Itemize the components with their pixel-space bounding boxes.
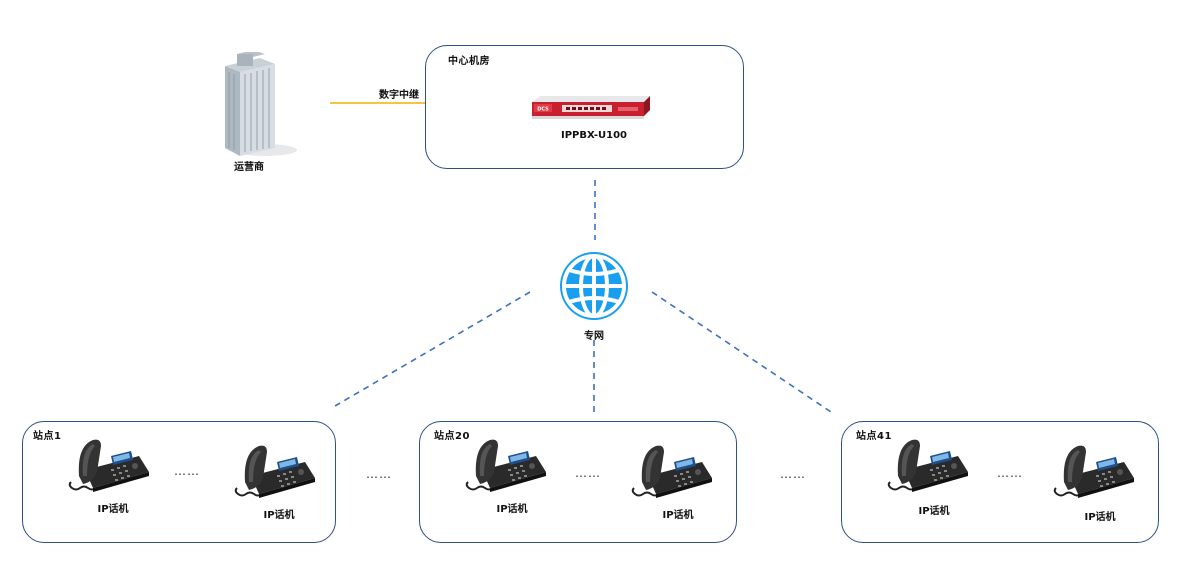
ip-phone-icon xyxy=(631,444,713,499)
ip-phone-icon xyxy=(465,438,547,493)
ippbx-device-icon: DCS xyxy=(532,96,650,119)
site-1-box: 站点1 IP话机 …… IP话机 xyxy=(22,421,336,543)
operator-label: 运营商 xyxy=(234,162,264,173)
ip-phone-icon xyxy=(68,438,150,493)
site-1-ellipsis: …… xyxy=(174,464,200,478)
ip-phone-icon xyxy=(234,444,316,499)
site-41-title: 站点41 xyxy=(856,431,892,442)
trunk-label: 数字中继 xyxy=(379,90,419,101)
network-to-site1-link xyxy=(334,291,531,407)
ippbx-device-label: IPPBX-U100 xyxy=(560,130,628,141)
network-label: 专网 xyxy=(584,331,604,342)
ip-phone-label: IP话机 xyxy=(918,506,950,517)
site-41-ellipsis: …… xyxy=(997,466,1023,480)
central-machine-room: 中心机房 DCS IPPBX-U100 xyxy=(425,45,744,169)
ip-phone-label: IP话机 xyxy=(496,504,528,515)
between-sites-ellipsis: …… xyxy=(780,467,806,481)
site-20-ellipsis: …… xyxy=(575,466,601,480)
ip-phone-icon xyxy=(1053,444,1135,499)
site-41-box: 站点41 IP话机 …… IP话机 xyxy=(841,421,1159,543)
device-brand-text: DCS xyxy=(537,107,549,113)
ip-phone-label: IP话机 xyxy=(1084,512,1116,523)
operator-node: 运营商 xyxy=(215,52,305,173)
ip-phone-label: IP话机 xyxy=(662,510,694,521)
central-machine-room-title: 中心机房 xyxy=(448,56,490,67)
private-network-node: 专网 xyxy=(554,248,634,344)
ip-phone-icon xyxy=(887,438,969,493)
site-20-box: 站点20 IP话机 …… IP话机 xyxy=(419,421,737,543)
site-20-title: 站点20 xyxy=(434,431,470,442)
globe-icon xyxy=(560,252,628,320)
between-sites-ellipsis: …… xyxy=(366,467,392,481)
network-to-site41-link xyxy=(651,291,835,415)
office-building-icon xyxy=(225,52,297,156)
ip-phone-label: IP话机 xyxy=(97,504,129,515)
ip-phone-label: IP话机 xyxy=(263,510,295,521)
site-1-title: 站点1 xyxy=(33,431,62,442)
